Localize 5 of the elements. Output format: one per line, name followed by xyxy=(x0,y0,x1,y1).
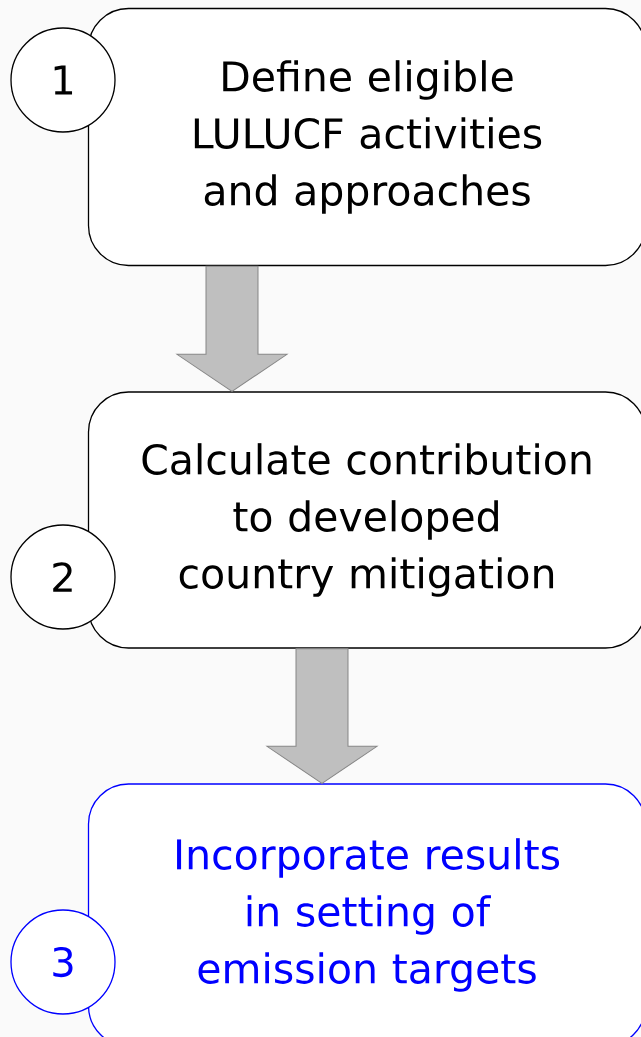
process-box: Incorporate results in setting of emission targets xyxy=(87,783,641,1037)
process-box: Calculate contribution to developed country mitigation xyxy=(87,391,641,649)
process-box: Define eligible LULUCF activities and approaches xyxy=(87,7,641,267)
block-arrow xyxy=(266,648,378,784)
block-arrow xyxy=(176,265,288,392)
